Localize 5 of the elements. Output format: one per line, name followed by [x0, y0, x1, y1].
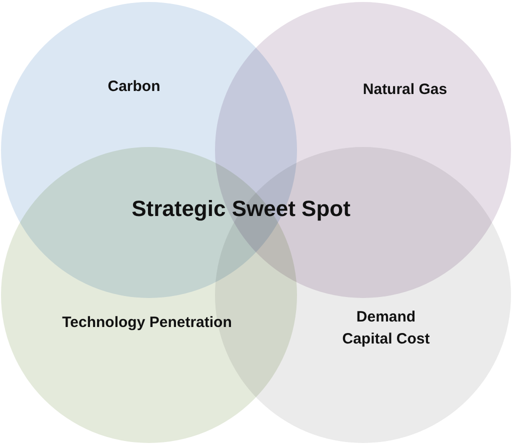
- circle-label: Technology Penetration: [61, 313, 233, 334]
- circle-label: Demand Capital Cost: [341, 307, 431, 349]
- center-label: Strategic Sweet Spot: [132, 196, 350, 222]
- circle-label: Carbon: [106, 77, 162, 98]
- circle-label: Natural Gas: [362, 80, 448, 100]
